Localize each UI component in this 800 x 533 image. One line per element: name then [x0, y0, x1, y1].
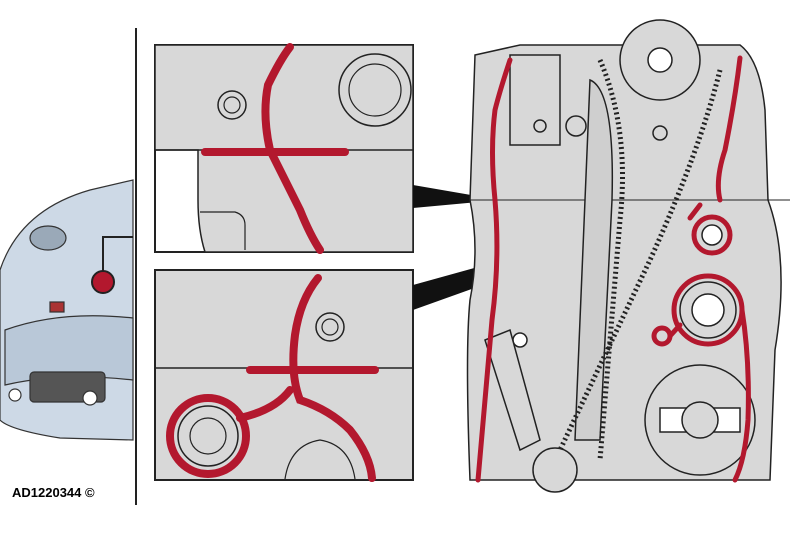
- detail-inset-lower: [154, 269, 414, 482]
- location-marker: [91, 270, 115, 294]
- sealant-bead-cover: [475, 55, 751, 483]
- timing-cover-view: [466, 19, 790, 493]
- figure-reference-code: AD1220344 ©: [12, 485, 95, 500]
- pointer-upper: [413, 185, 500, 208]
- sealant-bead-lower: [166, 274, 379, 482]
- car-front-view: [0, 179, 134, 441]
- detail-inset-upper: [154, 43, 414, 254]
- sealant-bead-upper: [201, 43, 349, 254]
